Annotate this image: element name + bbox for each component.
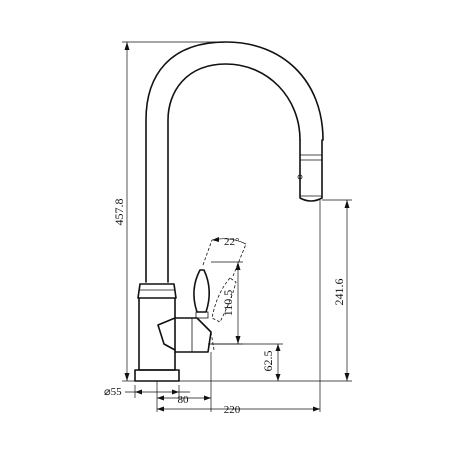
- label-total-height: 457.8: [112, 199, 126, 226]
- label-body-depth: 80: [178, 394, 190, 406]
- spray-button: [297, 174, 303, 180]
- label-body-height: 62.5: [261, 351, 275, 372]
- label-base-diameter: ⌀55: [104, 386, 122, 398]
- label-spout-outlet-height: 241.6: [332, 279, 346, 306]
- label-lever-angle: 22°: [224, 236, 239, 248]
- base-flange: [134, 369, 180, 382]
- faucet-body: [138, 297, 176, 371]
- extension-lines: [122, 41, 352, 412]
- spout-tube-inner: [167, 63, 301, 283]
- valve-housing: [174, 317, 212, 353]
- lever-handle: [193, 269, 210, 313]
- faucet-outline: [134, 41, 324, 382]
- spray-head: [299, 139, 323, 202]
- valve-boss: [157, 317, 176, 351]
- collar-ring: [137, 283, 177, 299]
- label-lever-height: 110.5: [221, 290, 235, 317]
- label-spout-reach: 220: [224, 404, 241, 416]
- dimension-lines: [124, 42, 350, 412]
- dimension-labels: 457.8 241.6 110.5 62.5 22° ⌀55 80 220: [104, 199, 346, 417]
- spout-tube-outer: [145, 41, 324, 283]
- lever-handle-rotated: [211, 277, 237, 323]
